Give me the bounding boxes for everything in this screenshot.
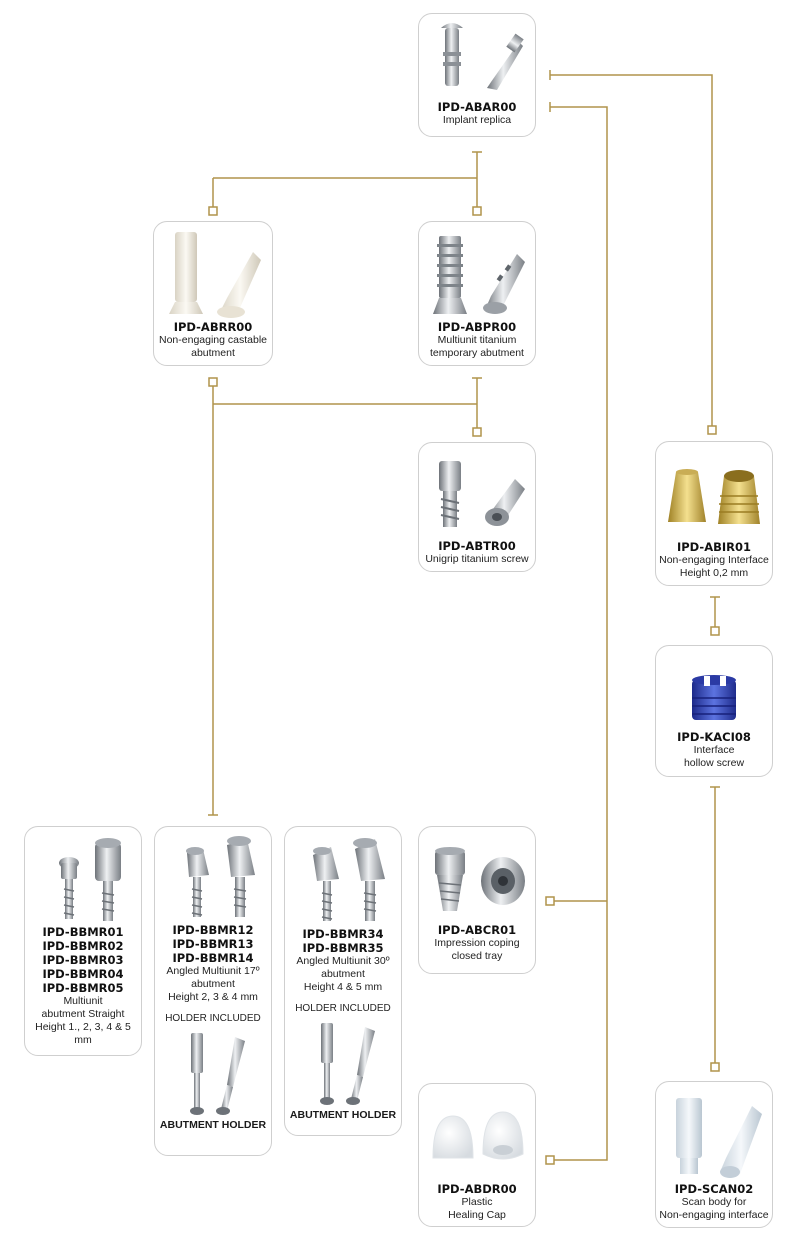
connector-abar-trunk: [550, 106, 608, 1161]
product-code: IPD-BBMR34: [302, 927, 384, 941]
product-code: IPD-BBMR01: [42, 925, 124, 939]
card-non-engaging-interface[interactable]: IPD-ABIR01 Non-engaging Interface Height…: [655, 441, 773, 586]
healing-cap-image: [425, 1106, 529, 1186]
connector-abar-branch: [212, 152, 478, 210]
product-code: IPD-BBMR03: [42, 953, 124, 967]
abutment-holder-label: ABUTMENT HOLDER: [159, 1119, 267, 1131]
card-implant-replica[interactable]: IPD-ABAR00 Implant replica: [418, 13, 536, 137]
product-code: IPD-BBMR12: [172, 923, 254, 937]
product-code: IPD-ABCR01: [437, 923, 517, 937]
hollow-screw-image: [684, 674, 744, 734]
abutment-holder-image: [163, 1029, 263, 1119]
castable-abutment-image: [161, 230, 265, 320]
product-code: IPD-BBMR13: [172, 937, 254, 951]
card-angled-multiunit-30[interactable]: IPD-BBMR34 IPD-BBMR35 Angled Multiunit 3…: [284, 826, 402, 1136]
abutment-holder-image: [293, 1019, 393, 1109]
implant-replica-desc: Implant replica: [442, 114, 512, 126]
card-titanium-screw[interactable]: IPD-ABTR00 Unigrip titanium screw: [418, 442, 536, 572]
product-code: IPD-ABPR00: [437, 320, 517, 334]
abutment-holder-label: ABUTMENT HOLDER: [289, 1109, 397, 1121]
holder-included-note: HOLDER INCLUDED: [295, 1003, 391, 1014]
product-code: IPD-ABRR00: [173, 320, 253, 334]
interface-image: [662, 466, 766, 556]
card-castable-abutment[interactable]: IPD-ABRR00 Non-engaging castable abutmen…: [153, 221, 273, 366]
temporary-abutment-image: [425, 230, 529, 320]
angled-17-image: [163, 831, 263, 923]
card-scan-body[interactable]: IPD-SCAN02 Scan body for Non-engaging in…: [655, 1081, 773, 1228]
holder-included-note: HOLDER INCLUDED: [165, 1013, 261, 1024]
card-hollow-screw[interactable]: IPD-KACI08 Interface hollow screw: [655, 645, 773, 777]
implant-replica-image: [427, 18, 527, 100]
card-temporary-abutment[interactable]: IPD-ABPR00 Multiunit titanium temporary …: [418, 221, 536, 366]
product-code: IPD-ABAR00: [437, 100, 517, 114]
straight-multiunit-image: [33, 833, 133, 925]
product-code: IPD-KACI08: [677, 730, 751, 744]
product-code: IPD-ABIR01: [676, 540, 752, 554]
angled-30-image: [293, 835, 393, 927]
product-code: IPD-BBMR05: [42, 981, 124, 995]
card-healing-cap[interactable]: IPD-ABDR00 Plastic Healing Cap: [418, 1083, 536, 1227]
card-impression-coping[interactable]: IPD-ABCR01 Impression coping closed tray: [418, 826, 536, 974]
impression-coping-image: [425, 837, 529, 923]
product-code: IPD-BBMR04: [42, 967, 124, 981]
product-code: IPD-SCAN02: [674, 1182, 754, 1196]
scan-body-image: [662, 1092, 766, 1182]
product-code: IPD-ABTR00: [438, 539, 516, 553]
product-code: IPD-BBMR14: [172, 951, 254, 965]
implant-replica-codes: IPD-ABAR00: [419, 100, 535, 114]
product-code: IPD-BBMR35: [302, 941, 384, 955]
card-angled-multiunit-17[interactable]: IPD-BBMR12 IPD-BBMR13 IPD-BBMR14 Angled …: [154, 826, 272, 1156]
product-code: IPD-ABDR00: [437, 1182, 517, 1196]
titanium-screw-image: [425, 453, 529, 539]
product-code: IPD-BBMR02: [42, 939, 124, 953]
card-straight-multiunit[interactable]: IPD-BBMR01 IPD-BBMR02 IPD-BBMR03 IPD-BBM…: [24, 826, 142, 1056]
connector-abar-abir: [550, 74, 713, 430]
